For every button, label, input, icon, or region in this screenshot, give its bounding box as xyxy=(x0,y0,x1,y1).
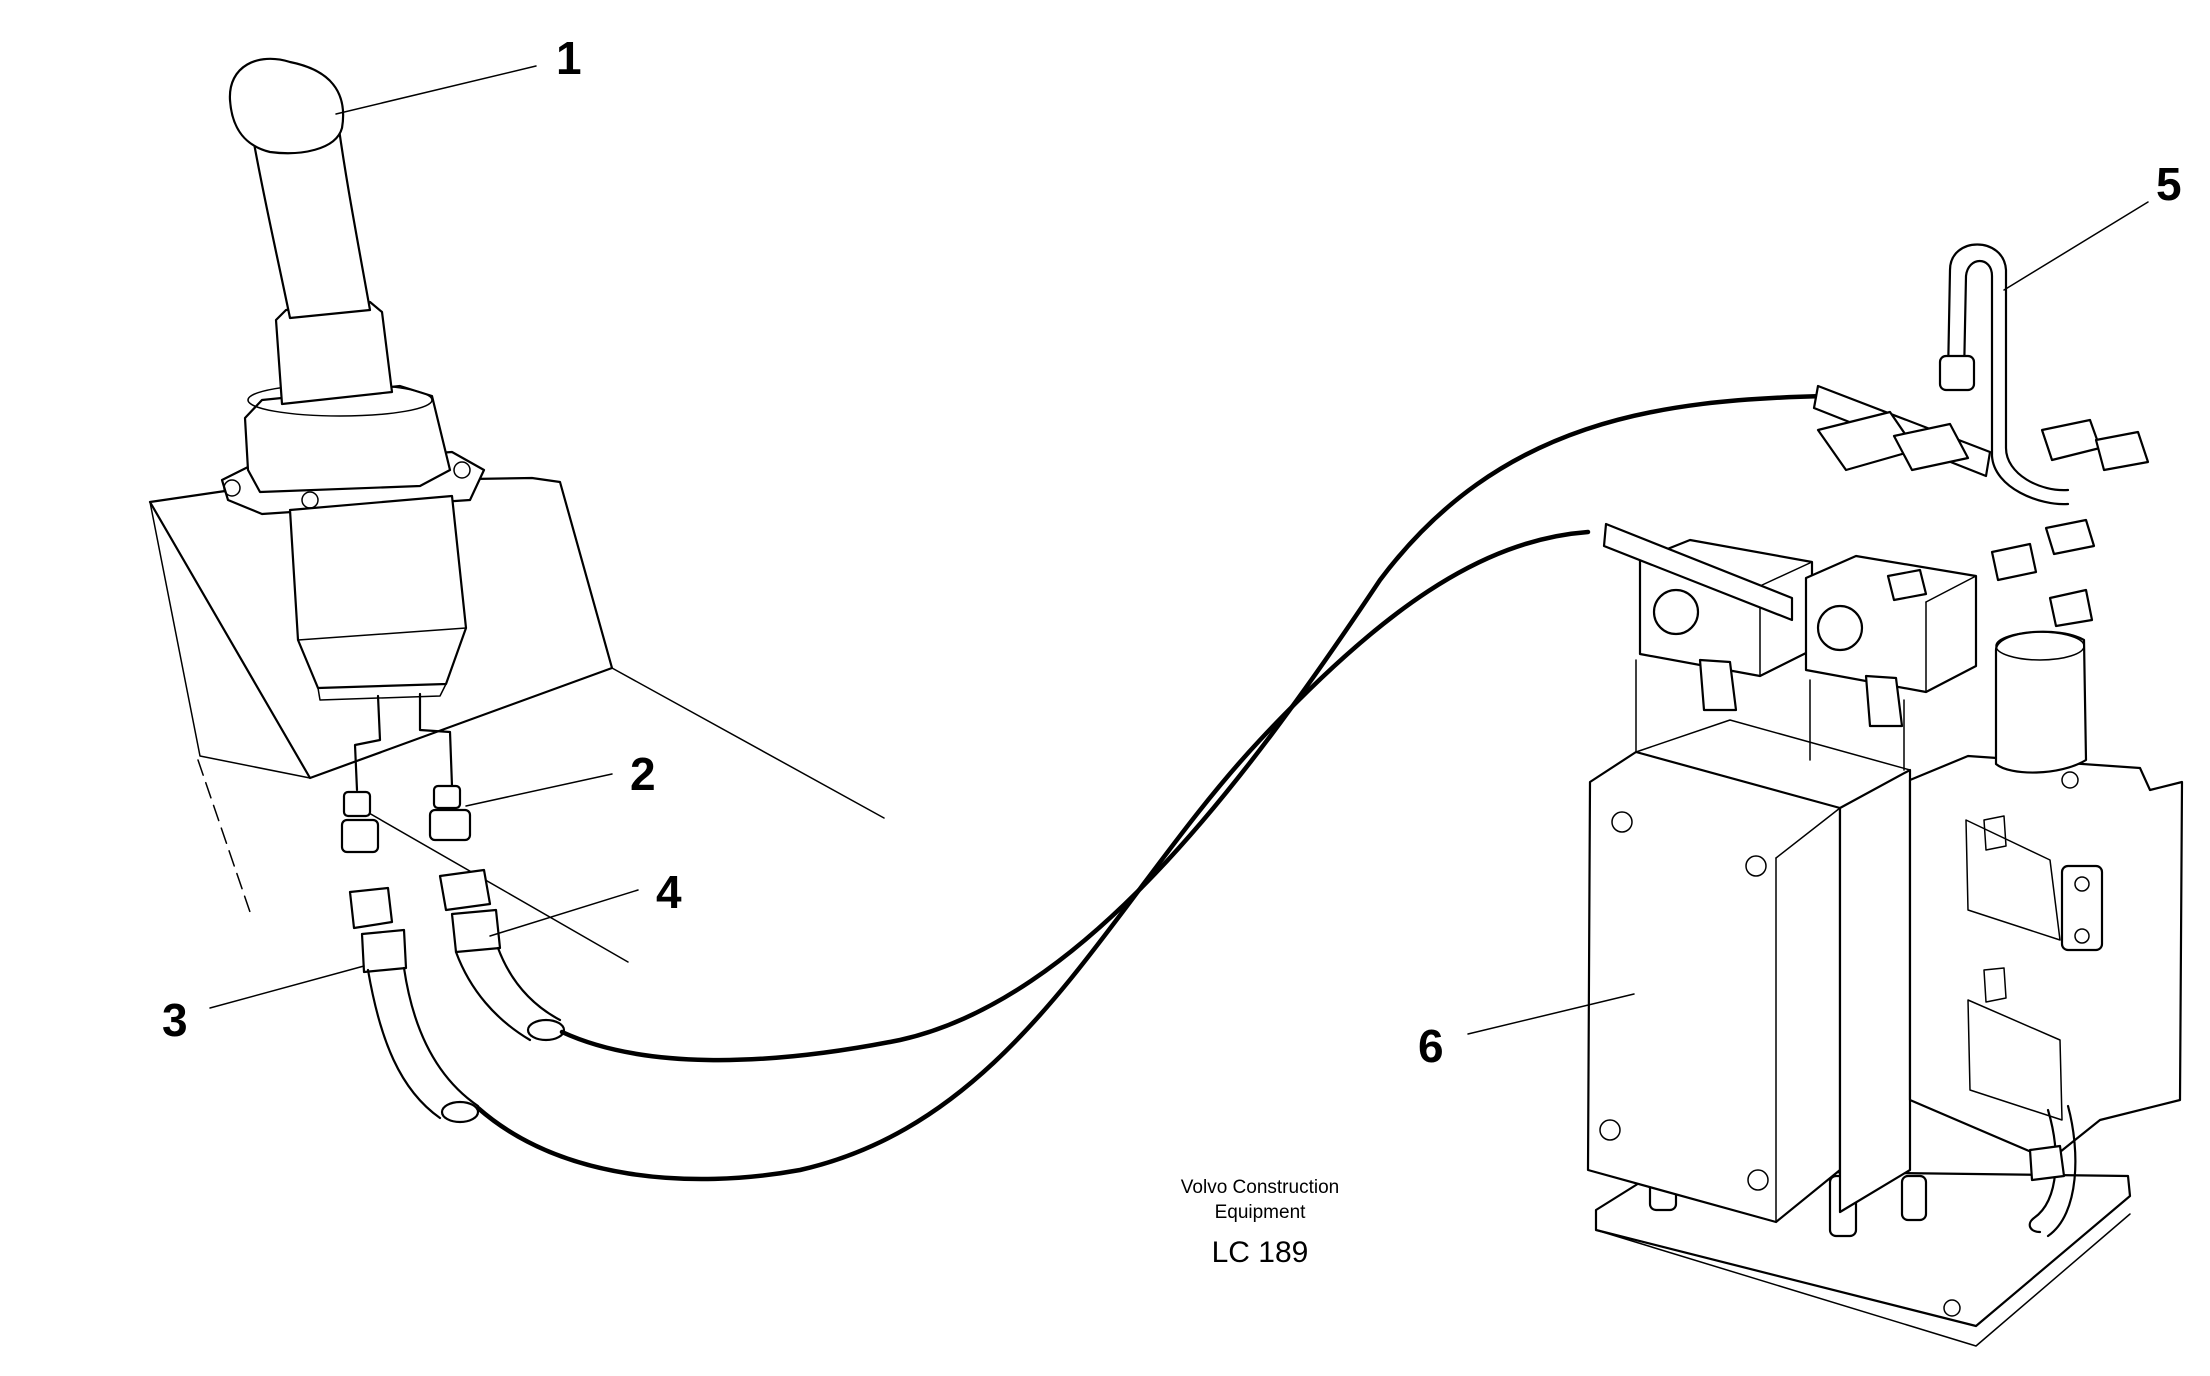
handle-knob xyxy=(228,57,345,155)
caption-manufacturer-line1: Volvo Construction xyxy=(1181,1177,1339,1198)
solenoid-right xyxy=(1804,554,1978,694)
callout-2: 2 xyxy=(630,748,656,800)
u-tube-5 xyxy=(1946,243,2070,492)
leader-4 xyxy=(489,889,639,937)
flange-bolt-left xyxy=(223,479,241,497)
hose-line-3 xyxy=(475,529,1591,1182)
valve-outlet-pipes xyxy=(353,692,454,792)
hose-4-outer xyxy=(454,950,532,1042)
upper-tube-left xyxy=(1602,522,1794,622)
console-floor-line-1 xyxy=(611,667,885,819)
accumulator-cylinder xyxy=(1994,630,2088,774)
callout-3: 3 xyxy=(162,994,188,1046)
callout-4: 4 xyxy=(656,866,682,918)
hose-line-4 xyxy=(559,393,1827,1063)
joystick-fittings xyxy=(340,784,502,974)
leader-3 xyxy=(209,965,365,1009)
leader-5 xyxy=(2003,201,2149,291)
console-dashed-edge xyxy=(197,759,251,913)
control-valve-block xyxy=(1586,243,2184,1347)
right-valve-section xyxy=(1908,754,2184,1162)
front-cover-plate xyxy=(1586,750,1842,1224)
callout-6: 6 xyxy=(1418,1020,1444,1072)
pilot-valve-body xyxy=(288,494,468,690)
caption-manufacturer-line2: Equipment xyxy=(1215,1202,1307,1223)
console-side-edge xyxy=(149,501,311,779)
leader-2 xyxy=(465,773,613,807)
pilot-hoses xyxy=(366,393,1827,1182)
leader-1 xyxy=(335,65,537,115)
rubber-boot xyxy=(243,384,452,494)
drain-tube xyxy=(2028,1108,2057,1234)
leader-6 xyxy=(1467,993,1635,1035)
caption-drawing-code: LC 189 xyxy=(1212,1236,1309,1269)
valve-central-body xyxy=(1838,768,1912,1214)
hose-3-outer xyxy=(366,968,442,1120)
handle-grip-lower xyxy=(274,300,394,406)
callout-5: 5 xyxy=(2156,158,2182,210)
flange-bolt-right xyxy=(453,461,471,479)
leader-lines xyxy=(209,65,2149,1035)
console-floor-line-2 xyxy=(354,804,629,963)
joystick-assembly xyxy=(148,57,885,963)
callout-1: 1 xyxy=(556,32,582,84)
handle-shaft xyxy=(250,120,372,320)
